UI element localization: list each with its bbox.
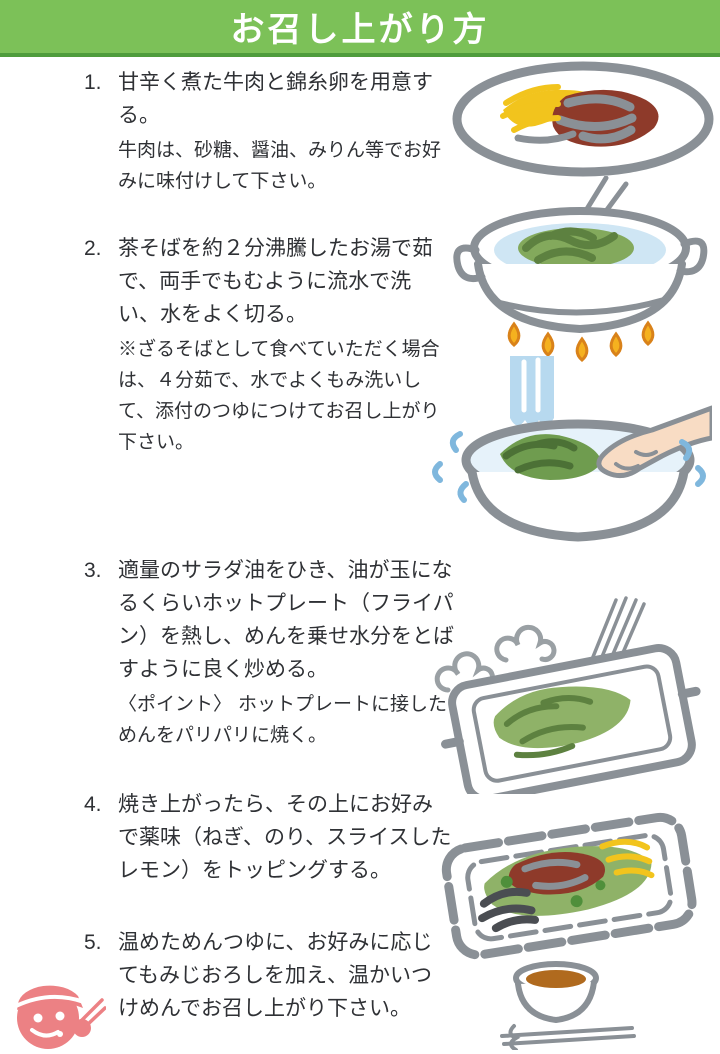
step-2-number: 2. <box>84 237 102 260</box>
step-1-note: 牛肉は、砂糖、醤油、みりん等でお好みに味付けして下さい。 <box>118 139 442 192</box>
flame-icons <box>507 320 655 362</box>
beef-and-egg-plate-illustration <box>452 61 714 177</box>
topped-noodles-illustration <box>441 812 697 960</box>
step-2-text: 茶そばを約２分沸騰したお湯で茹で、両手でもむように流水で洗い、水をよく切る。 <box>118 236 433 326</box>
step-3-number: 3. <box>84 559 102 582</box>
step-5-text: 温めためんつゆに、お好みに応じてもみじおろしを加え、温かいつけめんでお召し上がり… <box>118 930 433 1020</box>
chef-mascot-logo <box>14 985 106 1049</box>
step-1-number: 1. <box>84 71 102 94</box>
step-1-text: 甘辛く煮た牛肉と錦糸卵を用意する。 <box>118 70 433 127</box>
step-4: 4. 焼き上がったら、その上にお好みで薬味（ねぎ、のり、スライスしたレモン）をト… <box>84 788 452 887</box>
step-5: 5. 温めためんつゆに、お好みに応じてもみじおろしを加え、温かいつけめんでお召し… <box>84 926 452 1025</box>
step-1: 1. 甘辛く煮た牛肉と錦糸卵を用意する。 牛肉は、砂糖、醤油、みりん等でお好みに… <box>84 66 442 197</box>
step-5-number: 5. <box>84 931 102 954</box>
step-4-number: 4. <box>84 793 102 816</box>
washing-noodles-illustration <box>432 356 712 542</box>
step-3-text: 適量のサラダ油をひき、油が玉になるくらいホットプレート（フライパン）を熱し、めん… <box>118 558 454 681</box>
page-title: お召し上がり方 <box>230 11 490 49</box>
boiling-pot-illustration <box>453 176 708 362</box>
frying-noodles-illustration <box>434 596 701 794</box>
step-2: 2. 茶そばを約２分沸騰したお湯で茹で、両手でもむように流水で洗い、水をよく切る… <box>84 232 442 458</box>
step-2-note: ※ざるそばとして食べていただく場合は、４分茹で、水でよくもみ洗いして、添付のつゆ… <box>118 338 440 453</box>
step-3: 3. 適量のサラダ油をひき、油が玉になるくらいホットプレート（フライパン）を熱し… <box>84 554 456 751</box>
dipping-sauce-illustration <box>500 961 636 1050</box>
step-3-note: 〈ポイント〉 ホットプレートに接しためんをパリパリに焼く。 <box>118 693 448 746</box>
step-4-text: 焼き上がったら、その上にお好みで薬味（ねぎ、のり、スライスしたレモン）をトッピン… <box>118 792 452 882</box>
header-banner: お召し上がり方 <box>0 0 720 57</box>
